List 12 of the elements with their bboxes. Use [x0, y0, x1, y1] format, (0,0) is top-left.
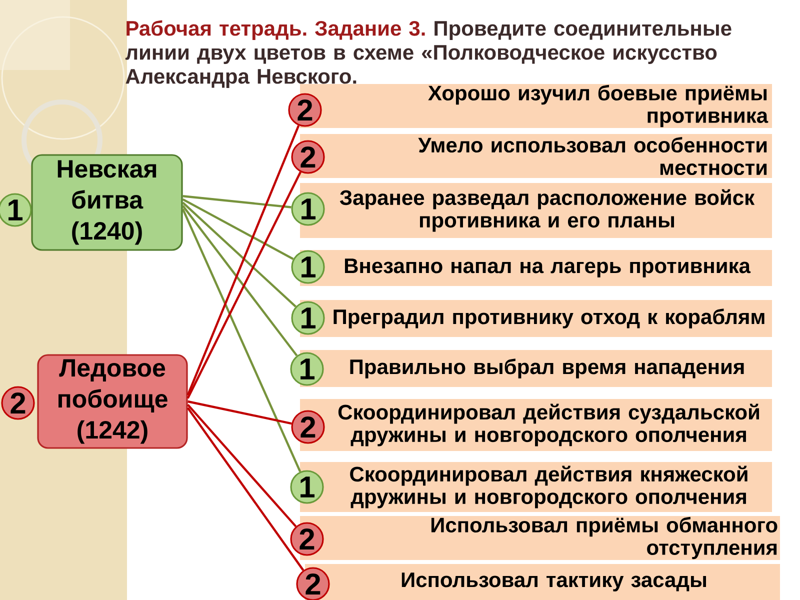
connector-line — [182, 205, 298, 356]
battle-box: Ледовое побоище (1242) — [37, 354, 188, 449]
connector-line — [186, 407, 304, 571]
connector-line — [182, 198, 294, 260]
connector-line — [182, 208, 302, 472]
connector-line — [182, 202, 296, 308]
connector-line — [188, 400, 292, 425]
battle-box: Невская битва (1240) — [31, 154, 183, 251]
connector-line — [186, 172, 302, 399]
connector-line — [186, 125, 300, 396]
connector-line — [182, 195, 292, 208]
connector-line — [186, 404, 297, 528]
